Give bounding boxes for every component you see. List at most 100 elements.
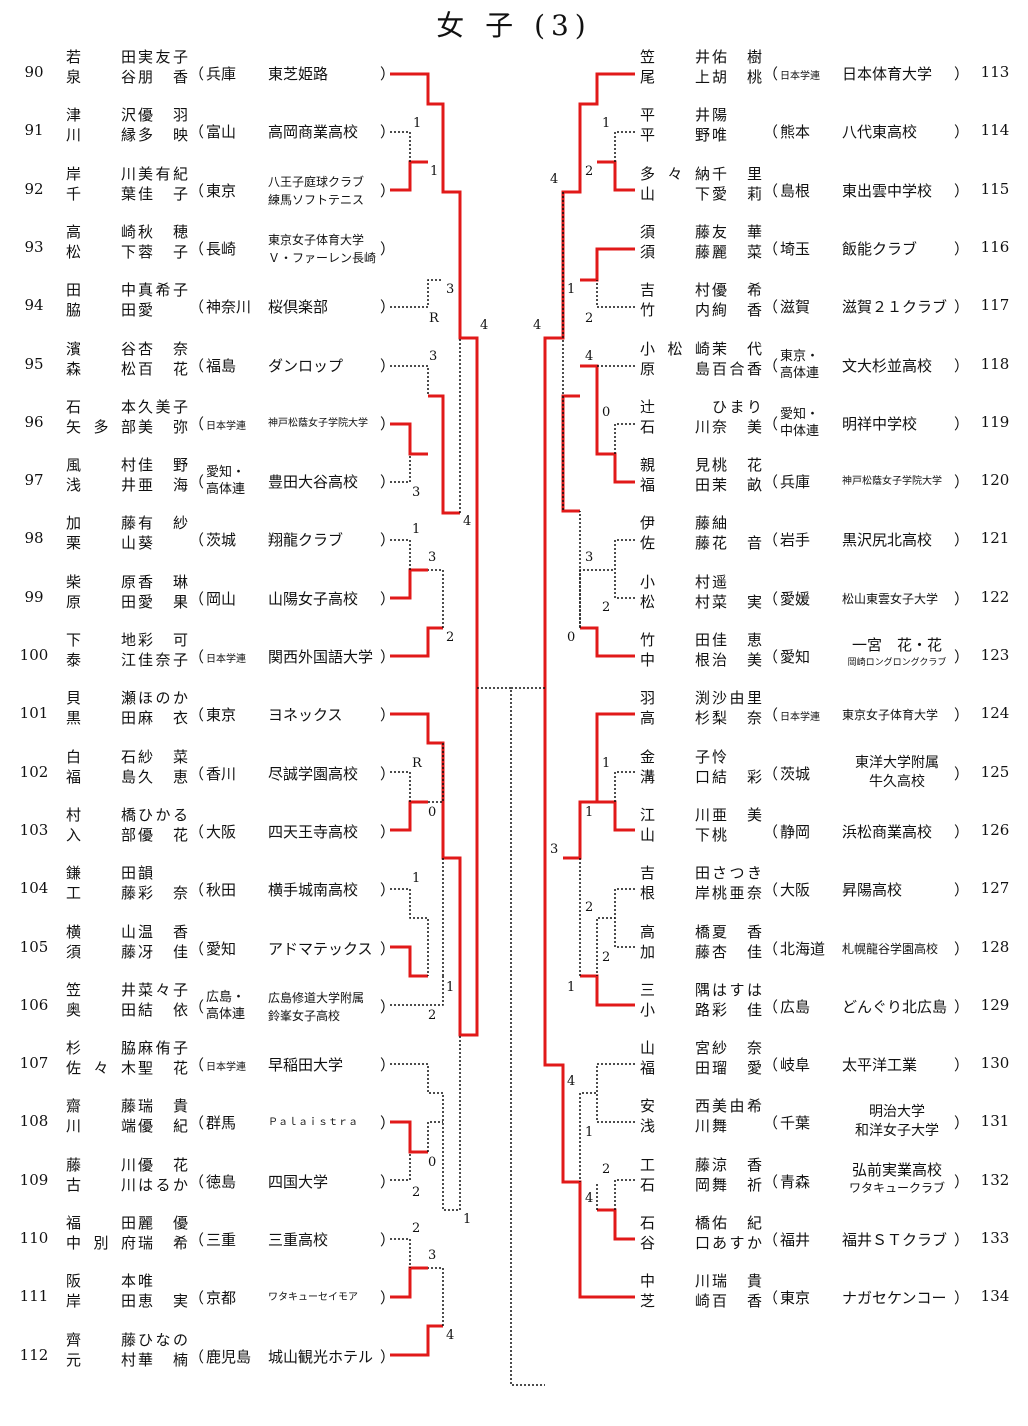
player-surname: 貝瀬 [66,689,136,708]
player-surname: 高杉 [640,709,710,728]
player-surname: 石岡 [640,1175,710,1194]
paren-open: （ [189,473,205,492]
player-surname: 須藤 [640,242,710,261]
entry-number: 113 [980,63,1010,81]
player-name: 柴原香琳 [66,571,188,591]
affiliation: 太平洋工業 [842,1056,918,1075]
player-name: 平井陽 [640,104,762,124]
paren-open: （ [763,1114,779,1133]
player-surname: 笠井 [66,980,136,999]
player-surname: 千葉 [66,184,136,203]
paren-close: ） [954,298,970,317]
match-score: 2 [602,600,611,615]
player-given: 麗優 [138,1214,188,1232]
prefecture: 東京・高体連 [780,348,820,381]
paren-close: ） [380,65,396,83]
player-surname: 谷口 [640,1234,710,1252]
paren-close: ） [954,997,970,1016]
player-given: 多映 [138,126,188,145]
paren-open: （ [763,1056,779,1075]
paren-open: （ [763,822,779,841]
player-name: 千葉佳子 [66,183,188,203]
player-given: 愛莉 [712,184,762,203]
paren-open: （ [763,531,779,550]
player-given: 梨奈 [712,709,762,728]
match-score: 0 [428,1155,437,1170]
player-given: 彩奈 [138,884,188,903]
prefecture: 福井 [780,1231,811,1249]
player-given: 亜海 [138,476,188,495]
player-surname: 松下 [66,242,136,261]
player-name: 下地彩可 [66,629,188,649]
player-surname: 中根 [640,651,710,669]
player-name: 横山温香 [66,921,188,941]
player-surname: 江川 [640,805,710,824]
match-score: 3 [412,485,421,500]
affiliation: ダンロップ [268,356,344,375]
match-score: 4 [550,172,559,187]
player-surname: 元村 [66,1350,136,1369]
entry-number: 90 [24,63,44,81]
player-name: 元村華楠 [66,1349,188,1369]
affiliation: どんぐり北広島 [842,997,948,1016]
player-surname: 矢多部 [66,417,136,436]
prefecture: 長崎 [206,239,237,258]
player-surname: 小松崎 [640,339,710,358]
player-given: 舞祈 [712,1175,762,1194]
player-given: 怜 [712,747,728,766]
affiliation: 東芝姫路 [268,65,329,83]
paren-close: ） [954,881,970,900]
paren-close: ） [380,1289,396,1308]
loser-paths [390,131,635,1386]
player-given: 麻衣 [138,709,188,728]
affiliation: アドマテックス [268,939,373,958]
player-surname: 吉村 [640,281,710,300]
player-given: 聖花 [138,1059,188,1078]
player-name: 脇田愛 [66,299,188,319]
paren-close: ） [380,123,396,142]
affiliation: 関西外国語大学 [268,648,374,666]
player-given: 百合香 [712,359,762,378]
entry-number: 108 [19,1112,49,1131]
prefecture: 日本学連 [206,654,246,665]
player-name: 吉村優希 [640,279,762,299]
prefecture: 北海道 [780,939,826,958]
player-given: 朋香 [138,68,188,86]
paren-close: ） [380,648,396,666]
affiliation: 一宮 花・花岡崎ロングロングクラブ [847,636,947,668]
paren-close: ） [380,939,396,958]
paren-open: （ [763,1172,779,1191]
player-surname: 下地 [66,631,136,649]
prefecture: 大阪 [780,881,811,900]
entry-number: 104 [19,879,49,898]
player-name: 福田麗優 [66,1212,188,1232]
entry-number: 95 [24,354,44,373]
paren-open: （ [189,239,205,258]
player-surname: 古川 [66,1175,136,1194]
player-surname: 笠井 [640,48,710,66]
player-surname: 竹内 [640,301,710,320]
prefecture: 茨城 [206,531,237,550]
entry-number: 118 [980,354,1010,373]
player-given: 蓉子 [138,242,188,261]
player-surname: 津沢 [66,106,136,125]
paren-open: （ [189,589,205,608]
affiliation: Ｐａｌａｉｓｔｒａ [268,1117,358,1129]
paren-open: （ [763,473,779,492]
prefecture: 徳島 [206,1172,237,1191]
player-name: 伊藤紬 [640,512,762,532]
player-given: 彩可 [138,631,188,649]
player-name: 森松百花 [66,358,188,378]
player-name: 芝崎百香 [640,1290,762,1310]
